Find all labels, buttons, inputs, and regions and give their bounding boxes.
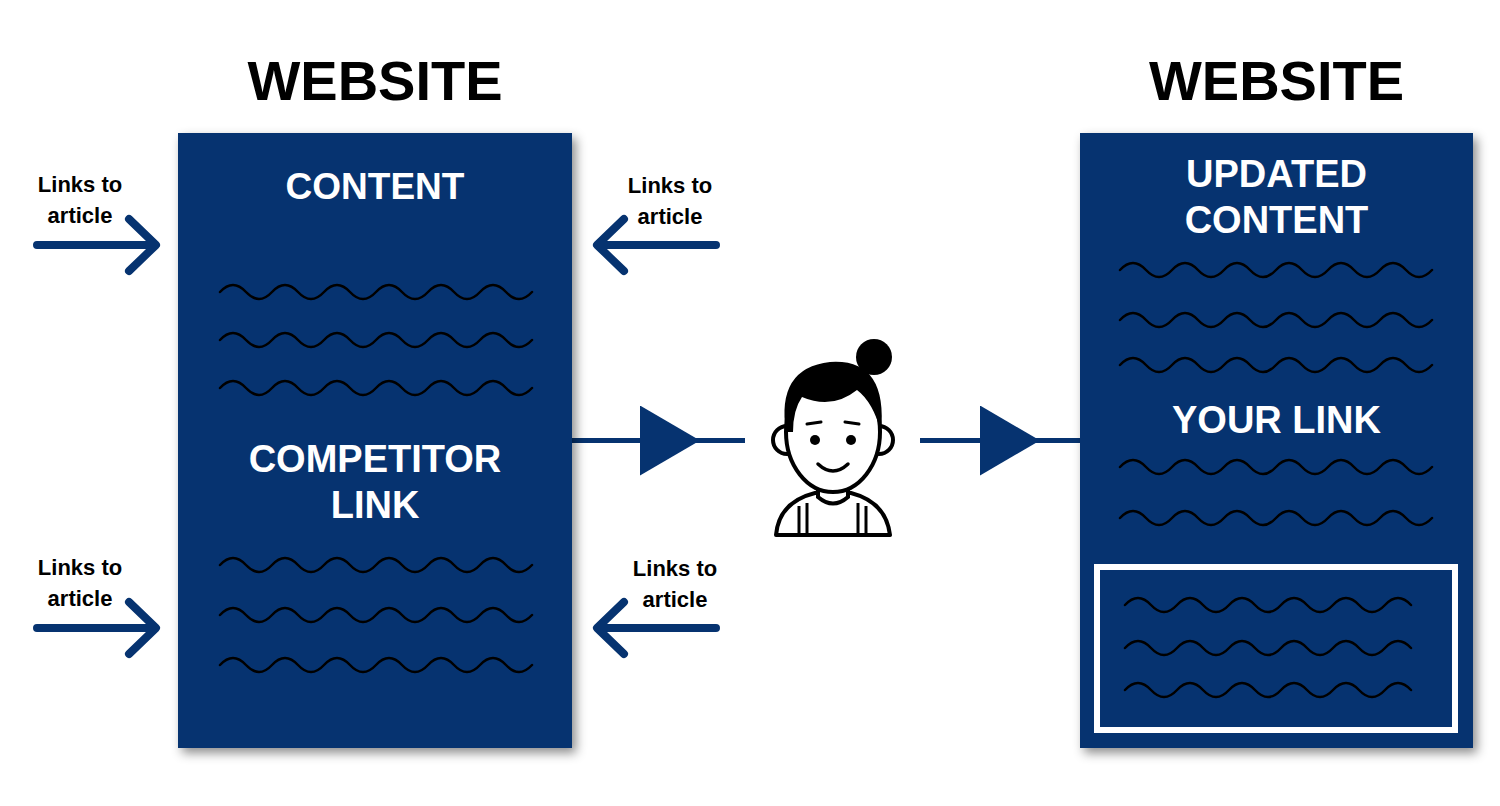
figure-smile [818,464,848,471]
wavy-line [220,608,532,622]
figure-eyebrows [807,422,859,424]
wavy-line [1125,598,1411,612]
updated-content-heading: UPDATED CONTENT [1142,151,1412,243]
wavy-line [220,285,532,299]
wavy-line [1120,263,1432,277]
figure-eye [846,435,856,445]
content-heading: CONTENT [210,164,540,210]
website-box: WEBSITECONTENTCOMPETITOR LINK [178,133,572,748]
figure-ground [745,330,920,545]
wavy-line [220,658,532,672]
link-note: Links to article [28,169,132,231]
wavy-line [1125,683,1411,697]
figure-eye [810,435,820,445]
highlight-frame [1097,567,1455,730]
figure-suspenders [799,503,866,533]
wavy-line [1120,460,1432,474]
competitor-link-text: COMPETITOR LINK [225,436,525,528]
link-note: Links to article [28,552,132,614]
link-note: Links to article [618,170,722,232]
person-figure [745,330,920,545]
wavy-line [1125,641,1411,655]
website-heading: WEBSITE [1080,47,1473,114]
your-link-text: YOUR LINK [1112,397,1442,443]
wavy-line [220,333,532,347]
website-heading: WEBSITE [178,47,572,114]
link-note: Links to article [623,553,727,615]
wavy-line [1120,358,1432,372]
figure-hair [784,362,881,432]
wavy-line [1120,313,1432,327]
wavy-line [220,381,532,395]
wavy-line [1120,511,1432,525]
website-box: WEBSITEUPDATED CONTENTYOUR LINK [1080,133,1473,748]
wavy-line [220,558,532,572]
